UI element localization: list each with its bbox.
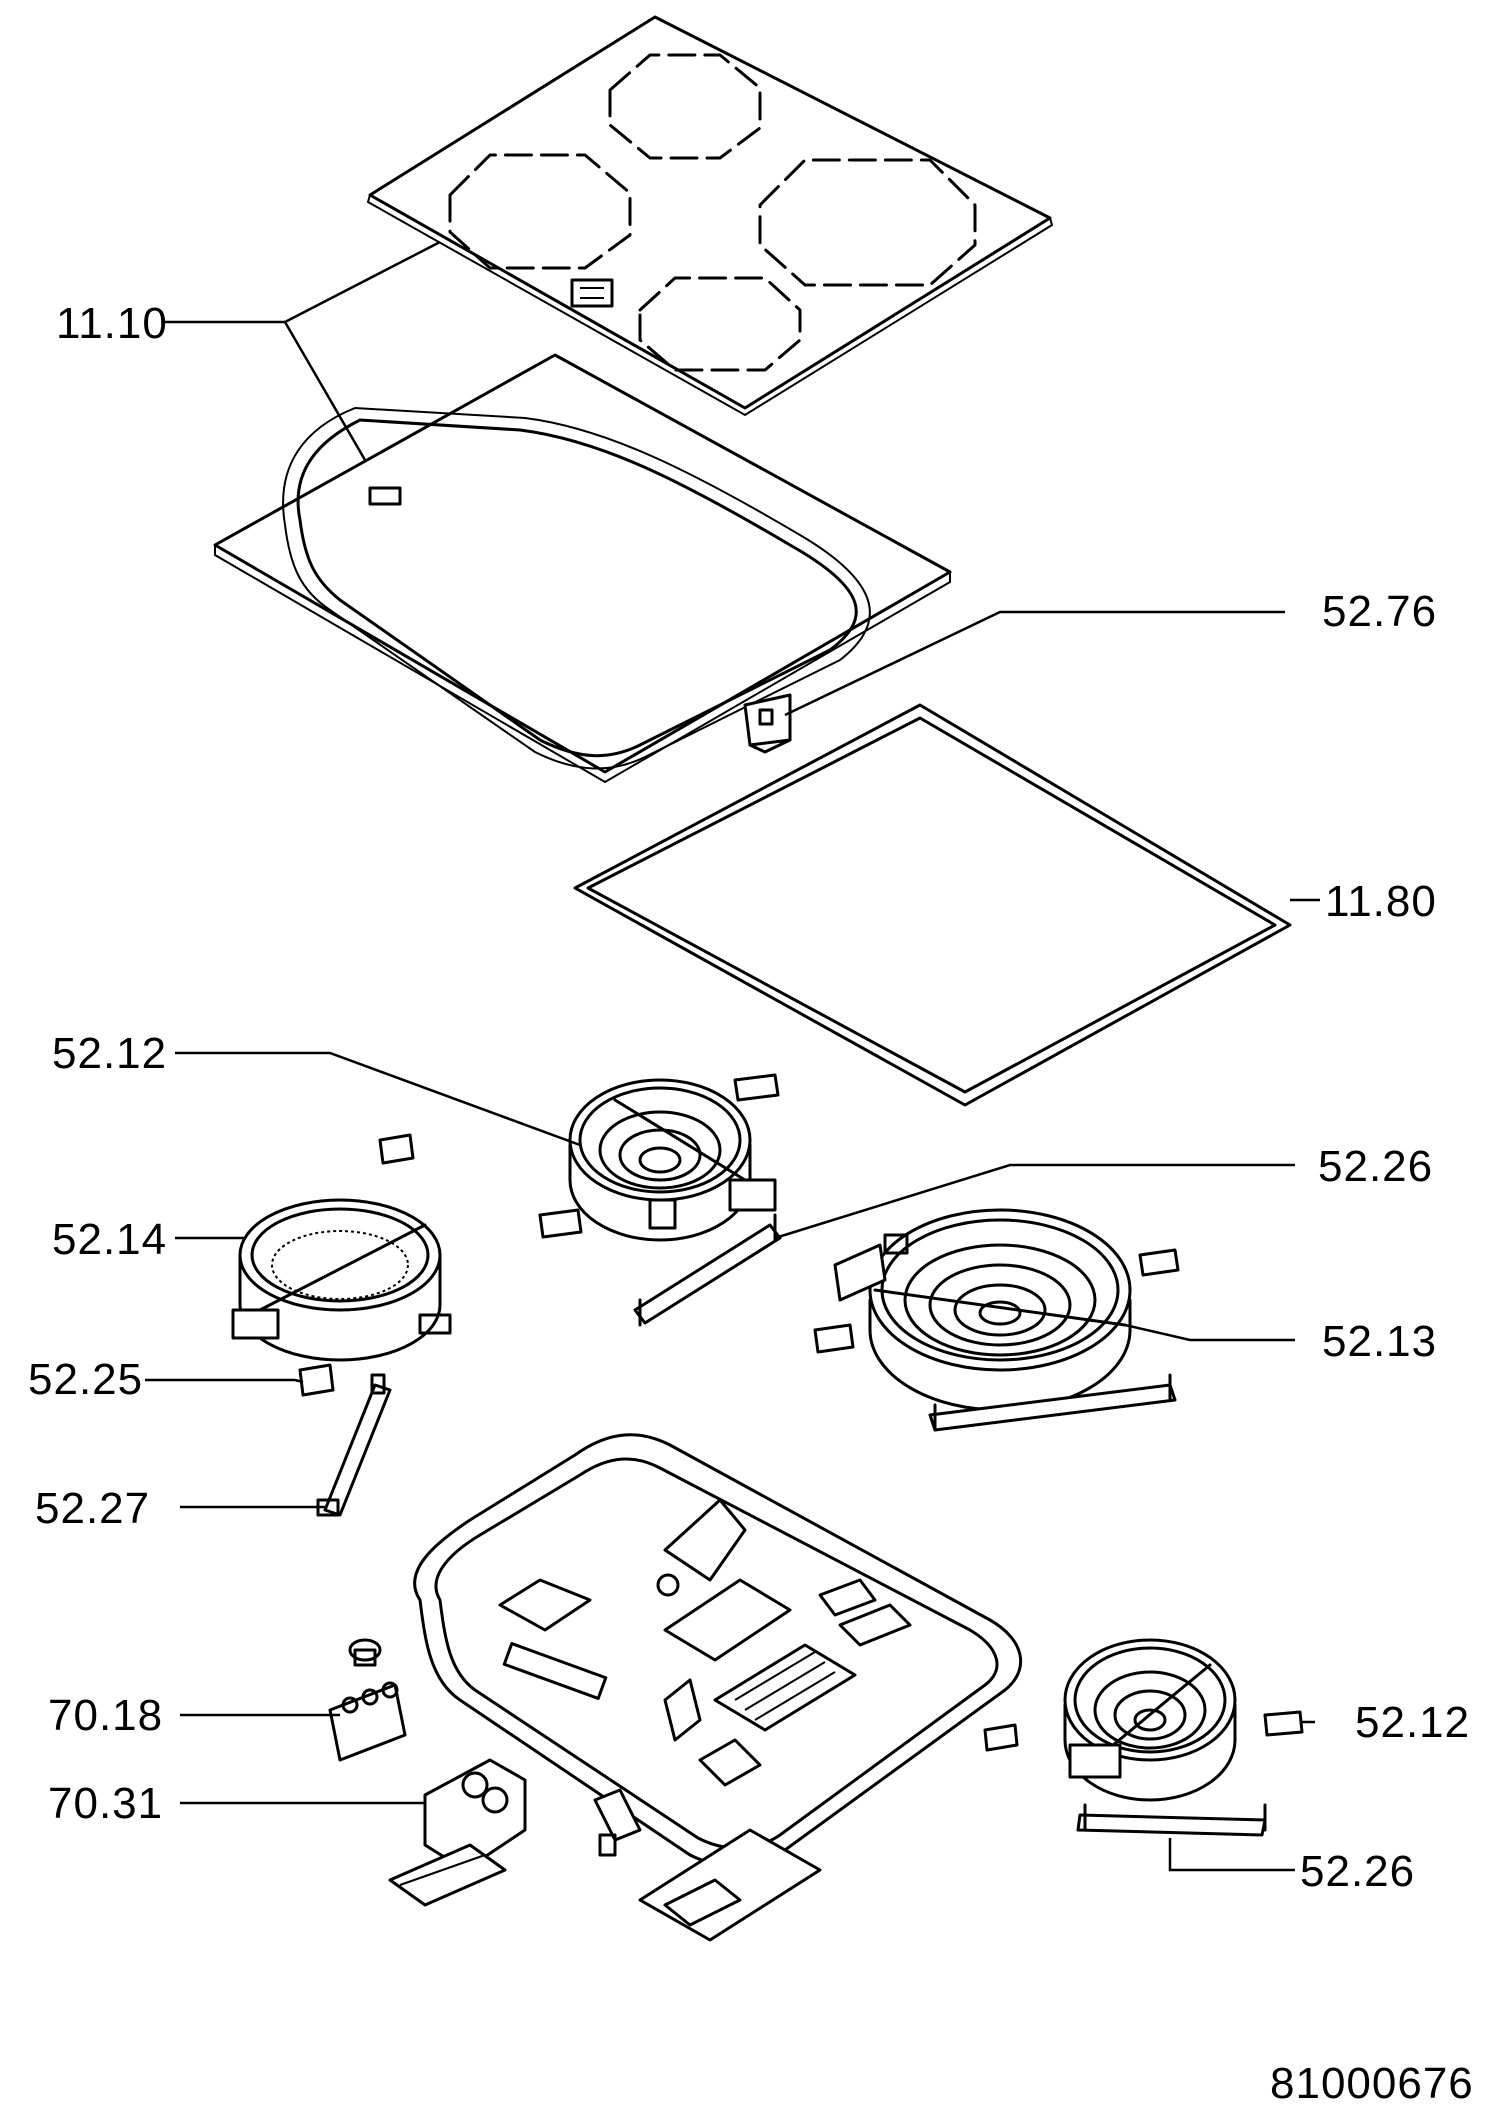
terminal-block	[328, 1638, 407, 1762]
mounting-bar-right	[928, 1373, 1177, 1432]
top-frame	[213, 353, 952, 784]
heating-element-small-bottom	[983, 1638, 1304, 1802]
drawing-number: 81000676	[1270, 2059, 1474, 2108]
label-part-52-12-bottom: 52.12	[1355, 1698, 1471, 1747]
connector-housing	[423, 1758, 527, 1872]
bottom-tray	[413, 1433, 1022, 1868]
cover-plate-left	[388, 1843, 507, 1907]
label-part-11-10: 11.10	[56, 299, 168, 348]
mounting-bar-bottom	[1076, 1803, 1267, 1837]
label-part-52-12-top: 52.12	[52, 1029, 168, 1078]
small-tabs	[298, 1073, 1180, 1397]
support-strip	[316, 1373, 392, 1517]
label-part-52-14: 52.14	[52, 1215, 168, 1264]
mounting-bar-middle	[633, 1213, 782, 1327]
label-part-70-18: 70.18	[48, 1691, 164, 1740]
heating-element-large-right	[833, 1208, 1132, 1412]
heating-element-halogen-left	[231, 1198, 452, 1362]
label-part-52-27: 52.27	[35, 1484, 151, 1533]
label-part-52-13: 52.13	[1322, 1317, 1438, 1366]
label-part-70-31: 70.31	[48, 1779, 164, 1828]
bracket-part	[743, 693, 792, 754]
glass-top-plate	[366, 15, 1054, 417]
clip-part	[593, 1788, 642, 1857]
heating-element-small-top	[568, 1078, 777, 1242]
label-part-52-26-bottom: 52.26	[1300, 1847, 1416, 1896]
seal-gasket	[573, 703, 1292, 1107]
leader-lines	[145, 240, 1320, 1872]
label-part-52-25: 52.25	[28, 1355, 144, 1404]
label-part-52-26-middle: 52.26	[1318, 1142, 1434, 1191]
label-part-52-76: 52.76	[1322, 587, 1438, 636]
label-part-11-80: 11.80	[1325, 877, 1437, 926]
cover-plate-right	[638, 1828, 822, 1942]
